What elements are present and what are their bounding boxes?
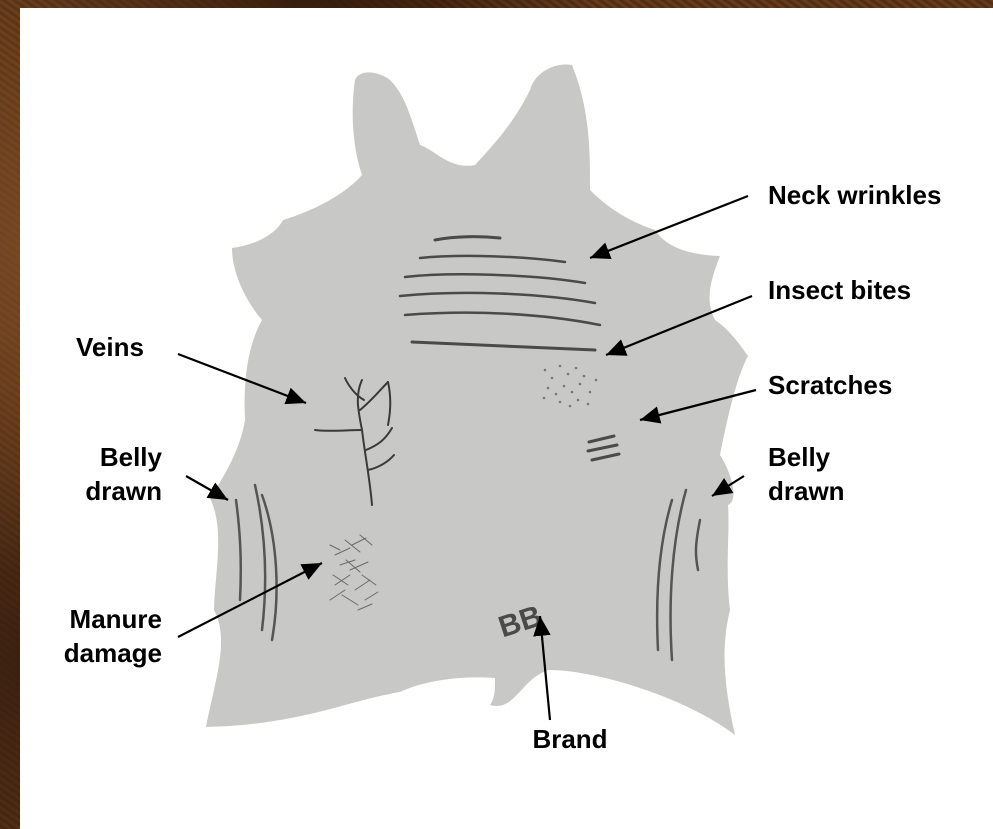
label-belly-drawn-right-line2: drawn [768,474,845,508]
label-belly-drawn-left-line1: Belly [62,440,162,474]
hide-shape [206,64,748,735]
label-belly-drawn-right: Belly drawn [768,440,845,508]
label-manure-damage-line2: damage [30,636,162,670]
label-veins: Veins [76,330,144,364]
label-belly-drawn-left: Belly drawn [62,440,162,508]
label-belly-drawn-left-line2: drawn [62,474,162,508]
label-belly-drawn-right-line1: Belly [768,440,845,474]
label-insect-bites: Insect bites [768,273,911,307]
label-manure-damage: Manure damage [30,602,162,670]
label-manure-damage-line1: Manure [30,602,162,636]
label-neck-wrinkles: Neck wrinkles [768,178,941,212]
label-scratches: Scratches [768,368,892,402]
label-brand: Brand [515,722,625,756]
